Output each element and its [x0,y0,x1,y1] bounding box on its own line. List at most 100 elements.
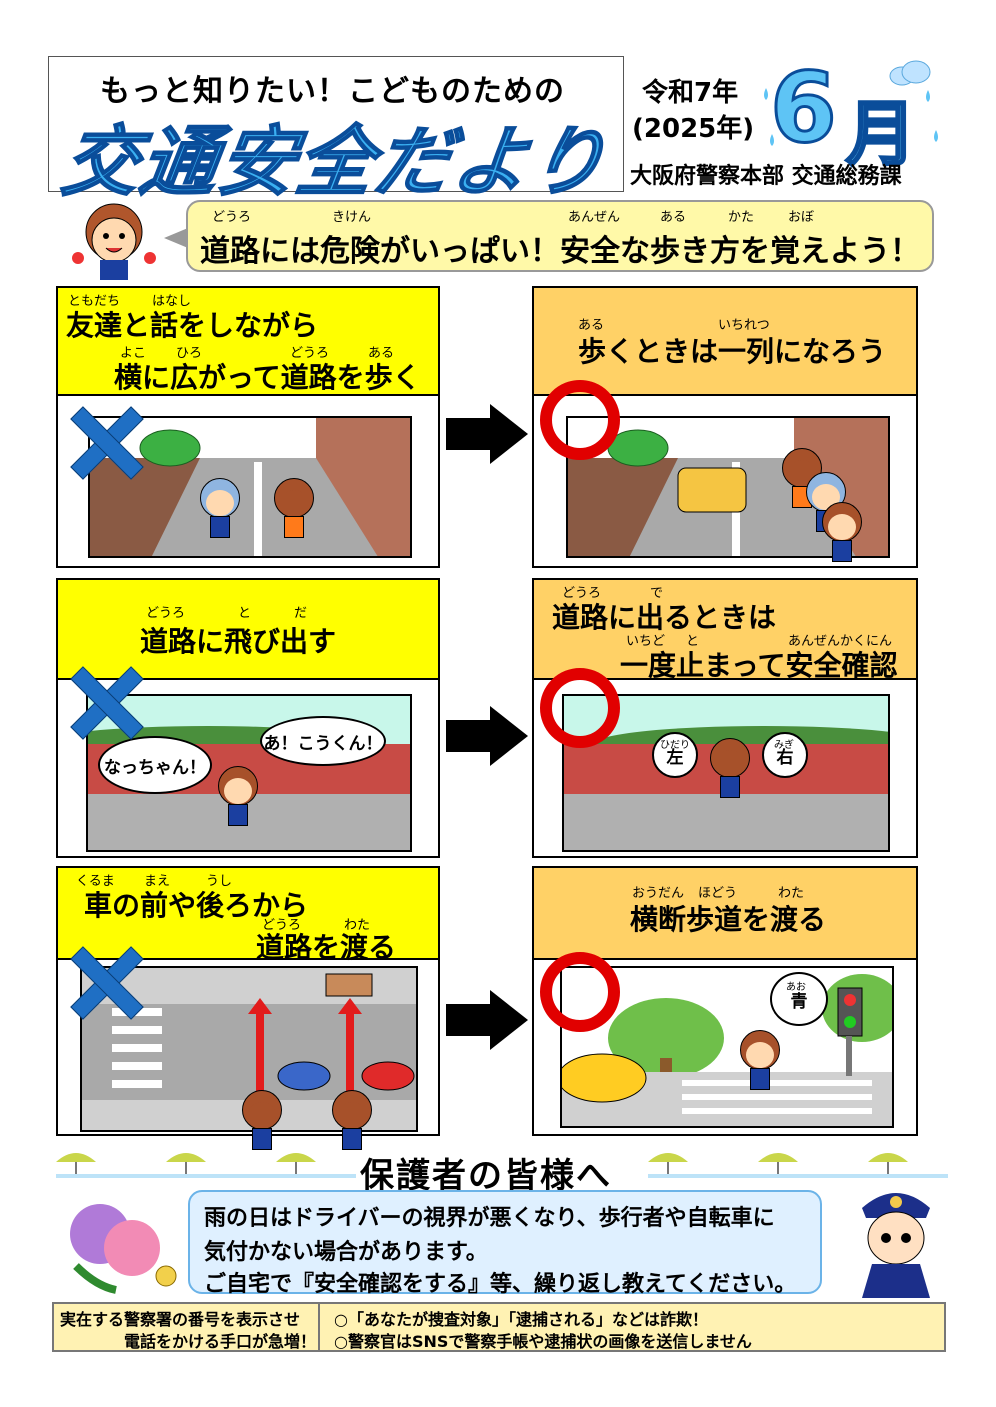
ruby-text: ほどう [698,886,738,901]
ruby-text: みぎ [774,740,794,751]
ruby-text: よこ [120,346,147,361]
fraud-warning-footer [52,1302,946,1352]
speech-bubble: なっちゃん！ [98,736,212,794]
ruby-text: おうだん [632,886,685,901]
panel-header [534,580,916,680]
panel-header [58,868,438,960]
month-number: 6 [769,51,839,166]
footer-divider [318,1302,320,1352]
era-label: 令和7年 [642,78,739,108]
ruby-text: くるま [76,874,115,889]
ruby-text: で [650,586,664,601]
umbrella-decoration-icon [56,1153,356,1178]
speech-bubble: 青 [770,972,828,1026]
child-figure [274,478,314,538]
footer-right-line: ○警察官はSNSで警察手帳や逮捕状の画像を送信しません [334,1332,752,1351]
child-figure [822,502,862,562]
panel-caption: 一度止まって安全確認 [620,649,898,682]
banner-ruby: どうろ きけん あんぜん ある かた おぼ [200,206,920,225]
correct-mark-icon [540,952,620,1032]
panel-caption: 横断歩道を渡る [630,903,827,936]
arrow-right-icon [446,404,530,464]
ruby-text: どうろ [562,586,602,601]
arrow-right-icon [446,990,530,1050]
newsletter-subtitle: もっと知りたい！こどものための [100,74,565,109]
guardian-section-title: 保護者の皆様へ [360,1156,612,1196]
footer-right-line: ○「あなたが捜査対象」「逮捕される」などは詐欺！ [334,1310,708,1329]
banner-tail [164,228,188,248]
guardian-message-line: 雨の日はドライバーの視界が悪くなり、歩行者や自転車に [204,1206,775,1231]
panel-bad-darting-out: どうろ と だ 道路に飛び出す なっちゃん！ あ！こうくん！ [56,578,440,858]
ruby-text: わた [344,918,371,933]
ruby-text: いちど [626,634,666,649]
guardian-message-line: 気付かない場合があります。 [204,1240,488,1265]
panel-good-single-file: ある いちれつ 歩くときは一列になろう [532,286,918,568]
ruby-text: ともだち [68,294,121,309]
police-officer-icon [862,1193,930,1298]
arrow-right-icon [446,706,530,766]
panel-caption: 道路に出るときは [552,601,777,634]
footer-left-line: 電話をかける手口が急増！ [124,1332,317,1351]
month-kanji: 月 [845,92,918,177]
panel-header [534,868,916,960]
ruby-text: あんぜんかくにん [788,634,893,649]
girl-character-icon [72,203,156,280]
footer-left-line: 実在する警察署の番号を表示させ [60,1310,301,1329]
panel-header [58,580,438,680]
wrong-mark-icon [70,406,140,476]
raindrops-icon [764,88,938,146]
speech-bubble: あ！こうくん！ [260,716,386,766]
ruby-text: ひろ [176,346,203,361]
child-figure [332,1090,372,1150]
ruby-text: あお [786,982,806,993]
panel-header [534,288,916,396]
correct-mark-icon [540,380,620,460]
child-figure [200,478,240,538]
ruby-text: どうろ [262,918,302,933]
ruby-text: ある [368,346,395,361]
ruby-text: だ [294,606,308,621]
panel-good-stop-and-check: どうろ で 道路に出るときは いちど と あんぜんかくにん 一度止まって安全確認… [532,578,918,858]
newsletter-title: 交通安全だより [56,116,615,207]
speech-bubble-right: 右 [762,732,808,778]
ruby-text: どうろ [290,346,330,361]
panel-header [58,288,438,396]
panel-caption: 友達と話をしながら [66,309,319,342]
ruby-text: はなし [152,294,192,309]
panel-caption: 道路に飛び出す [140,625,337,658]
speech-bubble-left: 左 [652,732,698,778]
panel-caption: 横に広がって道路を歩く [114,361,421,394]
wrong-mark-icon [70,946,140,1016]
year-label: (2025年) [632,114,755,144]
ruby-text: どうろ [212,210,252,225]
ruby-text: いちれつ [718,318,770,333]
headline-banner [186,200,934,272]
title-box [48,56,624,192]
panel-bad-walking-side-by-side: ともだち はなし 友達と話をしながら よこ ひろ どうろ ある 横に広がって道路… [56,286,440,568]
ruby-text: おぼ [788,210,815,225]
umbrella-decoration-icon [648,1153,948,1178]
ruby-text: と [686,634,700,649]
ruby-text: きけん [332,210,372,225]
department-label: 大阪府警察本部 交通総務課 [630,164,902,189]
guardian-message-box [188,1190,822,1294]
rain-cloud-icon [889,60,931,86]
ruby-text: ひだり [660,740,690,751]
scene-illustration [88,416,412,558]
panel-good-use-crosswalk: おうだん ほどう わた 横断歩道を渡る 青 あお [532,866,918,1136]
panel-caption: 道路を渡る [256,931,397,964]
ruby-text: ある [578,318,605,333]
panel-caption: 車の前や後ろから [84,889,309,922]
child-figure [218,766,258,826]
panel-bad-crossing-behind-cars: くるま まえ うし 車の前や後ろから どうろ わた 道路を渡る [56,866,440,1150]
panel-caption: 歩くときは一列になろう [578,335,887,368]
ruby-text: わた [778,886,805,901]
child-figure [710,738,750,798]
child-figure [242,1090,282,1150]
ruby-text: どうろ [146,606,186,621]
hydrangea-icon [70,1204,177,1294]
child-figure [740,1030,780,1090]
headline-text: 道路には危険がいっぱい！安全な歩き方を覚えよう！ [200,234,920,269]
correct-mark-icon [540,668,620,748]
ruby-text: あんぜん [568,210,621,225]
